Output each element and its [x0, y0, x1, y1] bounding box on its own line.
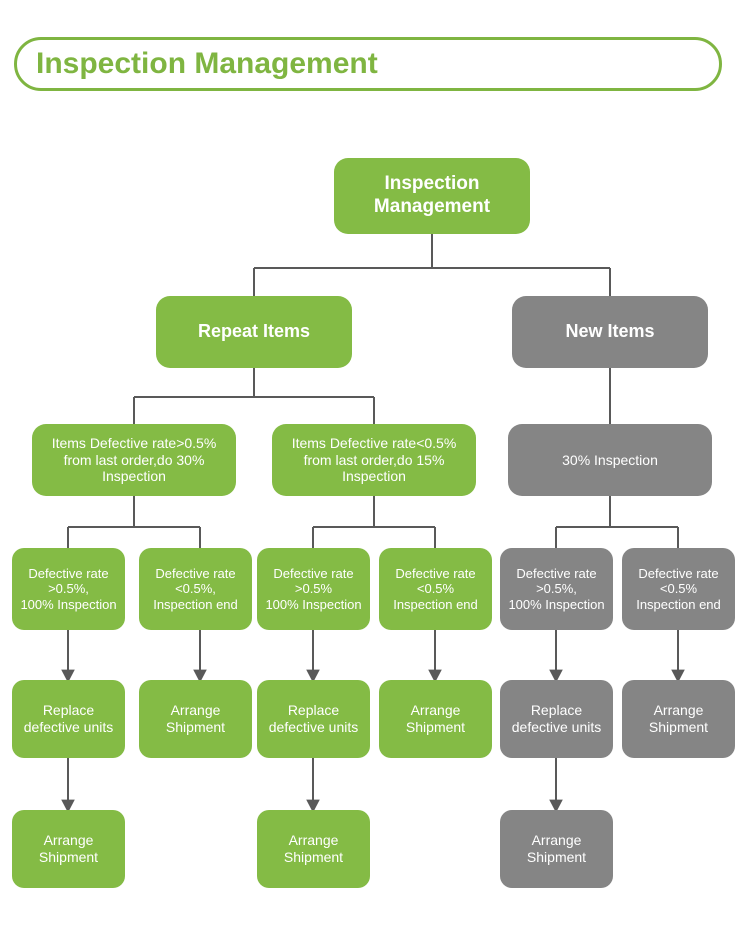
node-inspection-management[interactable]: Inspection Management [334, 158, 530, 234]
node-label: Arrange Shipment [38, 832, 99, 865]
node-defect-lt-05-inspection-end-1[interactable]: Defective rate <0.5%, Inspection end [139, 548, 252, 630]
node-defect-gt-05-full-inspection-1[interactable]: Defective rate >0.5%, 100% Inspection [12, 548, 125, 630]
node-arrange-shipment-1[interactable]: Arrange Shipment [139, 680, 252, 758]
node-repeat-high-defect-rate[interactable]: Items Defective rate>0.5% from last orde… [32, 424, 236, 496]
node-label: Replace defective units [268, 702, 359, 735]
node-defect-gt-05-full-inspection-3[interactable]: Defective rate >0.5%, 100% Inspection [500, 548, 613, 630]
node-repeat-low-defect-rate[interactable]: Items Defective rate<0.5% from last orde… [272, 424, 476, 496]
node-label: New Items [565, 321, 655, 342]
node-new-30-percent-inspection[interactable]: 30% Inspection [508, 424, 712, 496]
node-label: Arrange Shipment [648, 702, 709, 735]
node-label: Defective rate >0.5%, 100% Inspection [508, 565, 605, 612]
node-label: Items Defective rate<0.5% from last orde… [291, 434, 457, 485]
page-title: Inspection Management [36, 47, 378, 80]
node-label: Replace defective units [23, 702, 114, 735]
node-arrange-shipment-final-3[interactable]: Arrange Shipment [500, 810, 613, 888]
node-defect-gt-05-full-inspection-2[interactable]: Defective rate >0.5% 100% Inspection [257, 548, 370, 630]
node-label: Arrange Shipment [165, 702, 226, 735]
node-arrange-shipment-final-2[interactable]: Arrange Shipment [257, 810, 370, 888]
node-label: Defective rate >0.5%, 100% Inspection [20, 565, 117, 612]
node-replace-defective-units-1[interactable]: Replace defective units [12, 680, 125, 758]
node-repeat-items[interactable]: Repeat Items [156, 296, 352, 368]
node-new-items[interactable]: New Items [512, 296, 708, 368]
node-label: Defective rate <0.5%, Inspection end [153, 565, 238, 612]
node-label: Inspection Management [373, 173, 491, 217]
node-label: Arrange Shipment [526, 832, 587, 865]
page-header-banner: Inspection Management [14, 37, 722, 91]
node-arrange-shipment-final-1[interactable]: Arrange Shipment [12, 810, 125, 888]
node-label: 30% Inspection [562, 451, 658, 468]
node-label: Arrange Shipment [283, 832, 344, 865]
node-arrange-shipment-3[interactable]: Arrange Shipment [622, 680, 735, 758]
node-replace-defective-units-3[interactable]: Replace defective units [500, 680, 613, 758]
node-label: Items Defective rate>0.5% from last orde… [51, 434, 217, 485]
node-label: Replace defective units [511, 702, 602, 735]
node-label: Defective rate <0.5% Inspection end [636, 565, 721, 612]
node-label: Defective rate <0.5% Inspection end [393, 565, 478, 612]
node-arrange-shipment-2[interactable]: Arrange Shipment [379, 680, 492, 758]
node-label: Repeat Items [197, 321, 311, 342]
node-defect-lt-05-inspection-end-3[interactable]: Defective rate <0.5% Inspection end [622, 548, 735, 630]
node-replace-defective-units-2[interactable]: Replace defective units [257, 680, 370, 758]
node-label: Arrange Shipment [405, 702, 466, 735]
node-defect-lt-05-inspection-end-2[interactable]: Defective rate <0.5% Inspection end [379, 548, 492, 630]
node-label: Defective rate >0.5% 100% Inspection [265, 565, 362, 612]
